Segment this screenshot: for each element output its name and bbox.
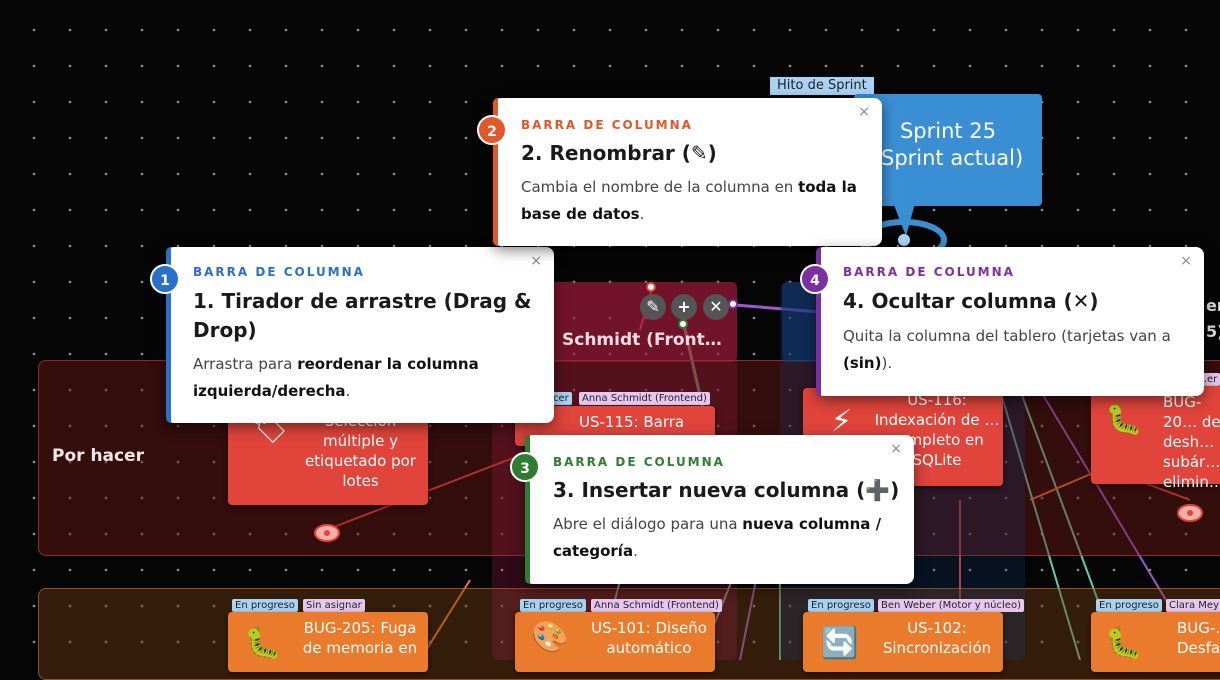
sync-icon: 🔄 [821,626,859,661]
bug-icon: 🐛 [1105,402,1143,437]
close-icon[interactable]: × [1180,253,1192,269]
card-pin [314,524,340,542]
assignee-tag: Clara Mey… [1166,599,1220,612]
step-badge-2: 2 [477,115,507,145]
rename-column-button[interactable]: ✎ [640,294,666,320]
add-handle-dot [678,319,688,329]
card-bug-partial[interactable]: 🐛 BUG-… Desfa… [1091,612,1220,672]
close-icon[interactable]: × [530,253,542,269]
hide-column-button[interactable]: ✕ [703,294,729,320]
tooltip-accent-bar [525,435,530,584]
tooltip-rename: BARRA DE COLUMNA 2. Renombrar (✎) Cambia… [493,98,882,246]
card-title: BUG-20… de desh… subár… elimin… [1163,393,1220,491]
card-bug-20x[interactable]: 🐛 BUG-20… de desh… subár… elimin… [1091,386,1220,491]
sprint-milestone[interactable]: Sprint 25 (Sprint actual) [854,94,1042,206]
step-badge-1: 1 [150,264,180,294]
bug-icon: 🐛 [1105,626,1143,661]
tooltip-title: 4. Ocultar columna (✕) [843,289,1099,313]
card-us-101[interactable]: 🎨 US-101: Diseño automático [515,612,715,672]
tooltip-title: 2. Renombrar (✎) [521,141,717,165]
card-us-102[interactable]: 🔄 US-102: Sincronización [803,612,1003,672]
card-title: US-102: Sincronización [882,619,992,657]
lane-label-todo: Por hacer [52,446,145,466]
tooltip-kicker: BARRA DE COLUMNA [553,455,725,469]
palette-icon: 🎨 [531,620,569,655]
status-tag: En progreso [1096,599,1162,612]
tooltip-kicker: BARRA DE COLUMNA [843,265,1015,279]
tooltip-accent-bar [816,247,821,396]
bug-icon: 🐛 [244,626,282,661]
card-bug-205[interactable]: 🐛 BUG-205: Fuga de memoria en [228,612,428,672]
lightning-icon: ⚡ [831,404,853,439]
close-icon[interactable]: × [890,441,902,457]
card-title: Selección múltiple y etiquetado por lote… [305,412,416,490]
card-title: BUG-… Desfa… [1177,619,1220,657]
tooltip-kicker: BARRA DE COLUMNA [193,265,365,279]
assignee-tag: Anna Schmidt (Frontend) [591,599,722,612]
status-tag: En progreso [232,599,298,612]
column-header-frontend[interactable] [545,282,737,362]
tooltip-kicker: BARRA DE COLUMNA [521,118,693,132]
tooltip-body: Cambia el nombre de la columna en toda l… [521,178,857,223]
add-column-button[interactable]: + [671,294,697,320]
rename-handle-dot [646,282,656,292]
column-title: Schmidt (Front… [562,330,722,350]
tooltip-title: 1. Tirador de arrastre (Drag & Drop) [193,289,532,342]
tooltip-body: Arrastra para reordenar la columna izqui… [193,355,479,400]
assignee-tag: Anna Schmidt (Frontend) [579,392,710,405]
card-pin [1177,504,1203,522]
partial-column-title: er [1206,296,1220,315]
sprint-milestone-tag: Hito de Sprint [770,77,874,95]
status-tag: En progreso [520,599,586,612]
sprint-name: Sprint 25 [899,119,997,143]
card-title: BUG-205: Fuga de memoria en [302,619,418,657]
assignee-tag: Sin asignar [303,599,365,612]
step-badge-4: 4 [800,264,830,294]
tooltip-accent-bar [166,247,171,423]
tooltip-hide-column: BARRA DE COLUMNA 4. Ocultar columna (✕) … [816,247,1204,396]
card-title: US-101: Diseño automático [591,619,707,657]
status-tag: En progreso [808,599,874,612]
hide-handle-dot [728,299,738,309]
tooltip-insert-column: BARRA DE COLUMNA 3. Insertar nueva colum… [525,435,914,584]
tooltip-title: 3. Insertar nueva columna (➕) [553,478,900,502]
tooltip-body: Quita la columna del tablero (tarjetas v… [843,327,1171,372]
column-header-core[interactable] [782,282,818,362]
close-icon[interactable]: × [858,104,870,120]
card-title: US-115: Barra [579,413,685,431]
step-badge-3: 3 [510,452,540,482]
tooltip-drag-handle: BARRA DE COLUMNA 1. Tirador de arrastre … [166,247,554,423]
partial-column-subtitle: 5) [1206,322,1220,341]
sprint-status: (Sprint actual) [872,146,1024,170]
tooltip-body: Abre el diálogo para una nueva columna /… [553,515,882,560]
tooltip-accent-bar [493,98,498,246]
assignee-tag: Ben Weber (Motor y núcleo) [878,599,1024,612]
